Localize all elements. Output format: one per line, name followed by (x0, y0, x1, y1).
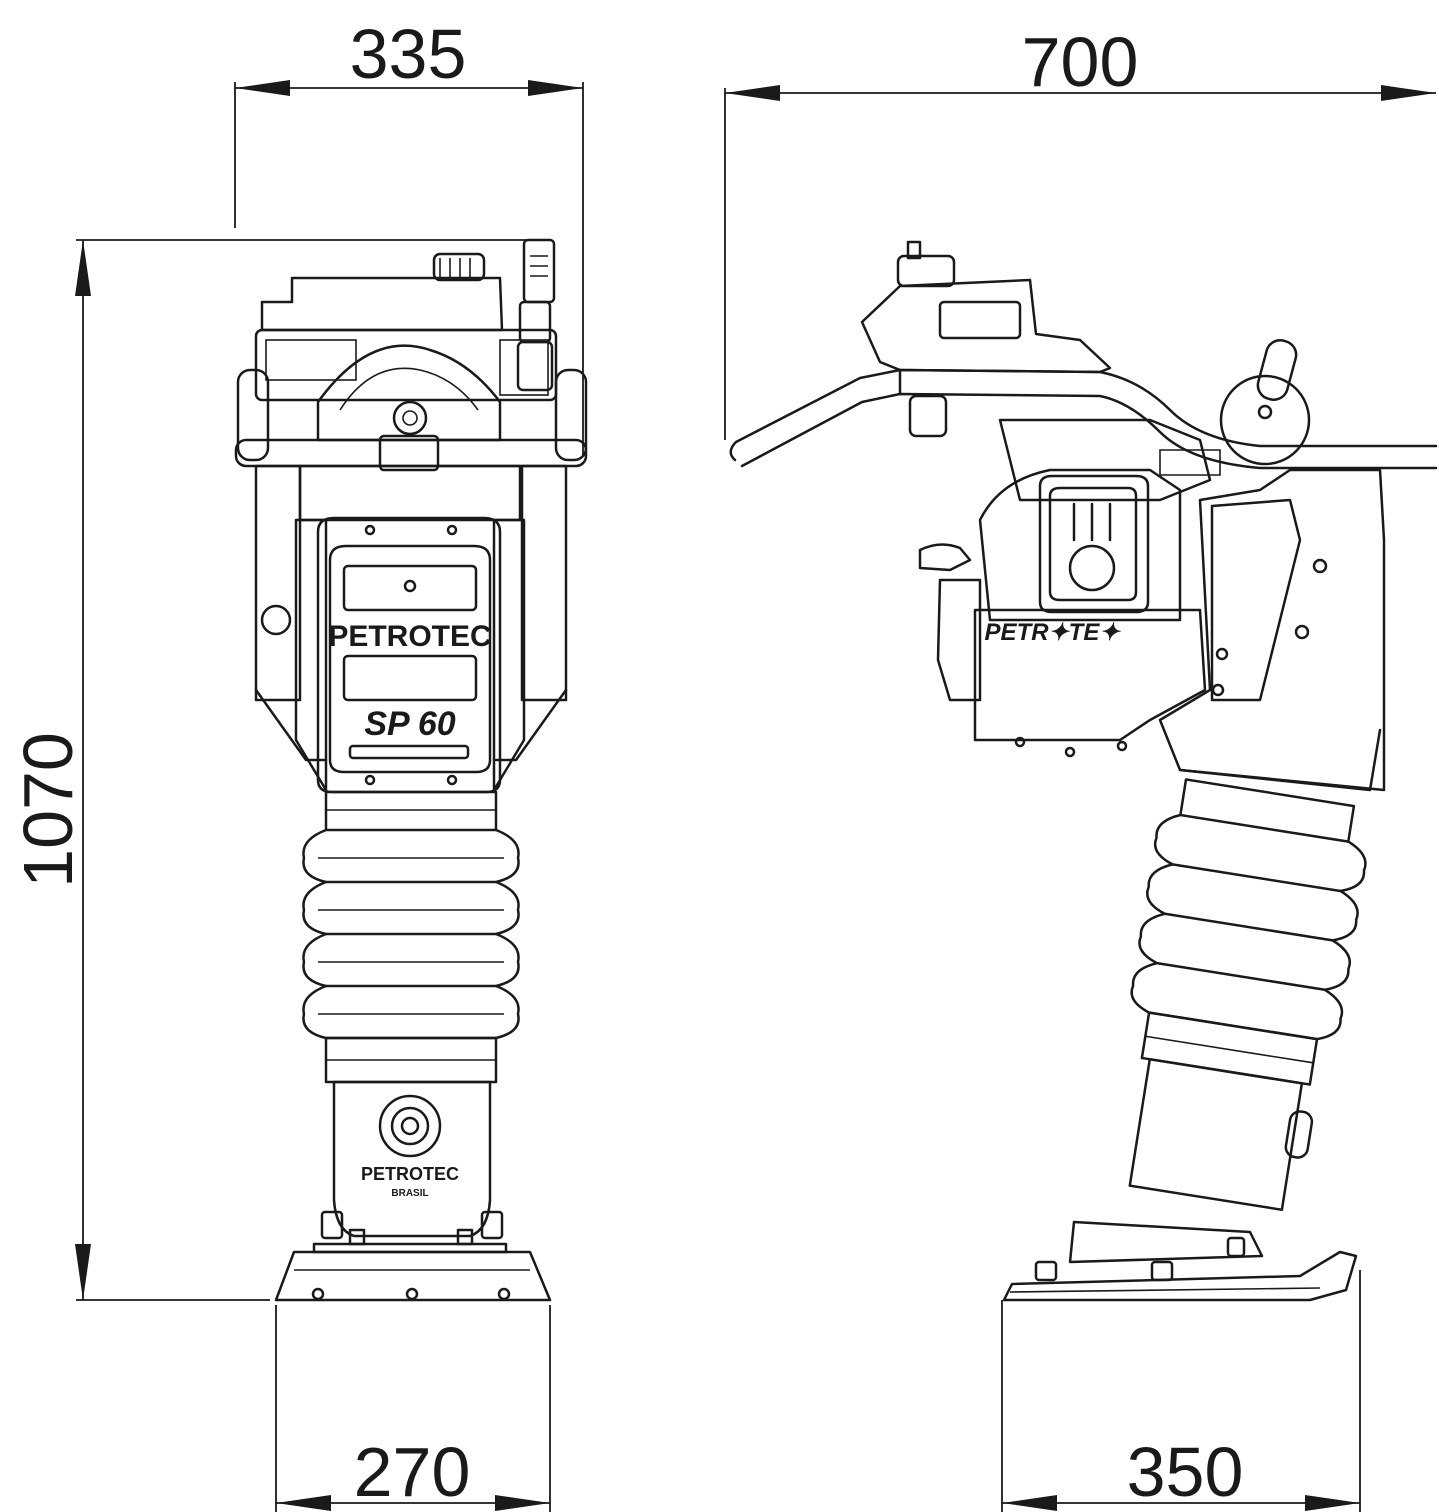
dimension-350-label: 350 (1127, 1433, 1244, 1511)
foot-bolts (320, 1210, 504, 1246)
dimension-335-label: 335 (350, 15, 467, 93)
dimension-350: 350 (1001, 1270, 1361, 1512)
throttle-lever (522, 238, 556, 304)
front-plate (316, 516, 502, 794)
lower-leg (332, 1080, 492, 1238)
side-air-filter (1038, 474, 1150, 614)
side-fuel-cap (896, 254, 956, 288)
side-handle-lower (740, 392, 1438, 470)
side-fuel-tank (860, 278, 1112, 374)
front-view-rammer: PETROTEC SP 60 PETROTEC BRASIL (234, 238, 588, 1302)
side-housing (1158, 468, 1386, 792)
side-choke (918, 543, 972, 572)
handle-bar (234, 438, 588, 468)
side-handle-upper (729, 368, 1438, 462)
side-bellows (1128, 778, 1367, 1211)
side-view-rammer: PETR✦TE✦ (729, 240, 1438, 1302)
dimension-335: 335 (234, 15, 584, 455)
bellows (302, 828, 520, 1040)
tamping-foot-side (1002, 1250, 1358, 1302)
lower-brand-label: PETROTEC (361, 1164, 459, 1184)
side-grip (1256, 339, 1298, 401)
tamping-foot-front (274, 1250, 552, 1302)
dimension-700: 700 (724, 23, 1436, 440)
side-crankcase (973, 608, 1207, 742)
front-brand-label: PETROTEC (328, 620, 491, 653)
side-engine-top (998, 418, 1212, 502)
fuel-cap (432, 252, 486, 282)
engine-body (254, 328, 558, 402)
side-lower-leg (1128, 1057, 1304, 1211)
front-model-label: SP 60 (364, 705, 455, 743)
dimension-1070: 1070 (9, 239, 540, 1301)
side-brand-label: PETR✦TE✦ (985, 619, 1122, 646)
dimension-270-label: 270 (354, 1433, 471, 1511)
lower-sub-label: BRASIL (391, 1188, 428, 1199)
oil-plug (378, 1094, 442, 1158)
dimension-700-label: 700 (1022, 23, 1139, 101)
dimension-270: 270 (275, 1305, 551, 1512)
bellows-top-ring (324, 790, 498, 832)
handle-arc (316, 344, 502, 442)
fuel-tank (260, 276, 504, 332)
side-handle-pivot (1219, 374, 1311, 466)
dimension-1070-label: 1070 (9, 732, 87, 888)
